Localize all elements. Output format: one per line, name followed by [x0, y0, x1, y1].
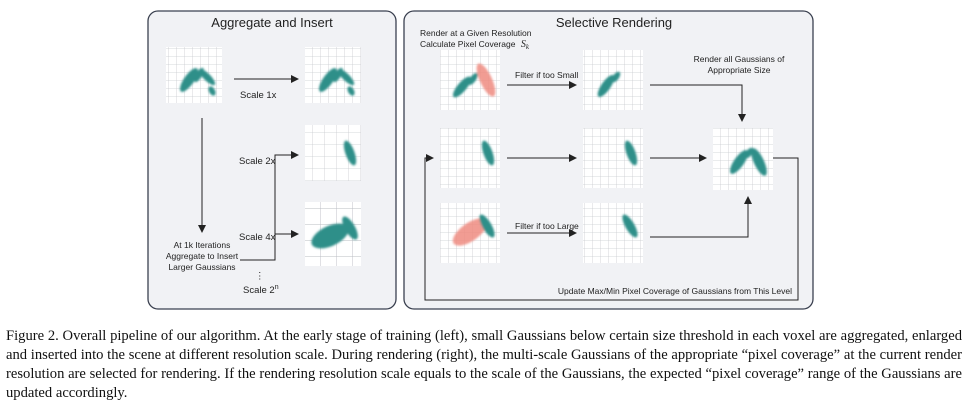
ellipsis-dots: ⋮: [255, 271, 265, 282]
scale-4x-grid: [305, 202, 361, 266]
render-all-line-1: Render all Gaussians of: [694, 54, 785, 64]
right-arrows: [424, 81, 799, 301]
aggregate-note-line-3: Larger Gaussians: [168, 262, 235, 272]
row1-filtered-grid: [583, 50, 643, 110]
scale-4x-label: Scale 4x: [239, 232, 276, 243]
aggregate-note-line-2: Aggregate to Insert: [166, 251, 239, 261]
source-grid: [166, 47, 222, 103]
output-grid: [713, 128, 773, 190]
aggregate-note-line-1: At 1k Iterations: [174, 240, 231, 250]
render-all-line-2: Appropriate Size: [708, 65, 771, 75]
scale-1x-label: Scale 1x: [240, 90, 277, 101]
pipeline-diagram: Aggregate and Insert: [147, 10, 814, 310]
render-note-line-1: Render at a Given Resolution: [420, 28, 532, 38]
right-panel-title: Selective Rendering: [556, 15, 672, 30]
left-panel-title: Aggregate and Insert: [211, 15, 333, 30]
row1-input-grid: [440, 50, 500, 110]
render-note-line-2: Calculate Pixel Coverage Sk: [420, 39, 530, 51]
scale-n-label: Scale 2n: [243, 284, 279, 296]
scale-2x-label: Scale 2x: [239, 156, 276, 167]
scale-2x-grid: [305, 125, 361, 181]
filter-small-label: Filter if too Small: [515, 70, 578, 80]
row2-filtered-grid: [583, 128, 643, 188]
update-note: Update Max/Min Pixel Coverage of Gaussia…: [558, 286, 792, 296]
left-arrows: [198, 75, 299, 261]
row3-input-grid: [440, 203, 500, 263]
row2-input-grid: [440, 128, 500, 188]
scale-1x-grid: [305, 47, 361, 103]
row3-filtered-grid: [583, 203, 643, 263]
filter-large-label: Filter if too Large: [515, 221, 579, 231]
figure-caption: Figure 2. Overall pipeline of our algori…: [6, 328, 962, 401]
